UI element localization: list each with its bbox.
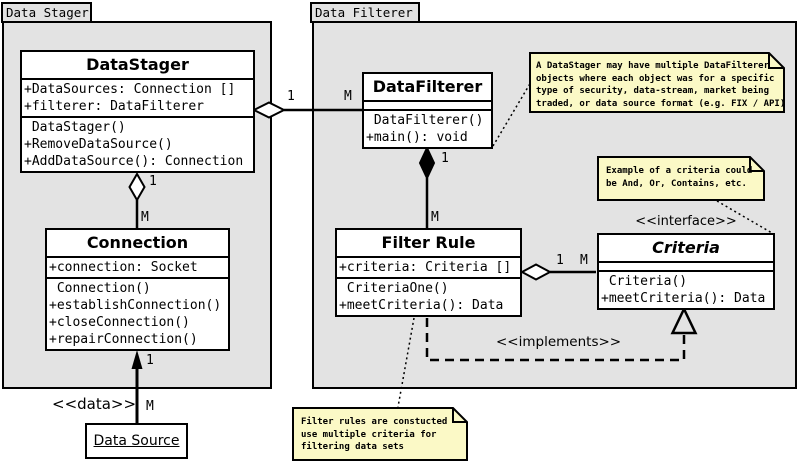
class-connection[interactable]: Connection +connection: Socket Connectio… [45,228,230,351]
multiplicity-label-source-connection-one: 1 [146,353,154,368]
multiplicity-label-source-connection-many: M [146,399,154,414]
note-connector-filter-rule [397,317,415,408]
note-connector-criteria [716,200,773,234]
class-name-label: Connection [47,230,228,258]
data-stereotype-label: <<data>> [52,395,137,413]
multiplicity-label-stager-connection-many: M [141,210,149,225]
class-methods: DataFilterer() +main(): void [366,113,484,145]
note-criteria[interactable]: Example of a criteria could be And, Or, … [606,166,753,189]
aggregation-diamond-rule-criteria [519,263,553,281]
realization-line-rule-criteria [425,318,686,362]
class-attributes: +DataSources: Connection [] +filterer: D… [22,80,253,118]
class-attributes: +connection: Socket [47,258,228,279]
object-data-source[interactable]: Data Source [85,423,188,459]
arrowhead-source-connection [131,350,143,369]
class-methods: CriteriaOne() +meetCriteria(): Data [339,281,504,313]
class-methods: Criteria() +meetCriteria(): Data [601,274,766,306]
class-attributes [364,102,491,111]
package-title: Data Filterer [315,5,413,20]
class-methods: DataStager() +RemoveDataSource() +AddDat… [24,120,244,169]
multiplicity-label-filterer-rule-many: M [431,210,439,225]
class-name-label: Filter Rule [337,230,520,258]
multiplicity-label-stager-filterer-many: M [344,89,352,104]
multiplicity-label-rule-criteria-many: M [580,253,588,268]
package-tab-data-filterer[interactable]: Data Filterer [310,2,420,23]
implements-label: <<implements>> [496,334,622,350]
class-criteria[interactable]: Criteria Criteria() +meetCriteria(): Dat… [597,233,775,310]
package-tab-data-stager[interactable]: Data Stager [1,2,92,23]
multiplicity-label-stager-connection-one: 1 [149,174,157,189]
class-methods: Connection() +establishConnection() +clo… [49,281,222,347]
note-datafilterer-shape[interactable] [529,52,785,113]
aggregation-diamond-stager-connection [128,171,146,203]
note-filter-rule[interactable]: Filter rules are constucted use multiple… [301,417,448,452]
class-filter-rule[interactable]: Filter Rule +criteria: Criteria [] Crite… [335,228,522,317]
class-name-label: Criteria [599,235,773,263]
aggregation-diamond-stager-filterer [251,101,287,119]
note-datafilterer[interactable]: A DataStager may have multiple DataFilte… [536,61,786,109]
class-attributes: +criteria: Criteria [] [337,258,520,279]
class-attributes [599,263,773,272]
class-name-label: DataStager [22,52,253,80]
multiplicity-label-filterer-rule-one: 1 [441,151,449,166]
interface-stereotype-label: <<interface>> [635,214,737,229]
multiplicity-label-rule-criteria-one: 1 [556,253,564,268]
class-name-label: DataFilterer [364,74,491,102]
multiplicity-label-stager-filterer-one: 1 [287,89,295,104]
note-criteria-shape[interactable] [597,156,765,201]
class-datafilterer[interactable]: DataFilterer DataFilterer() +main(): voi… [362,72,493,149]
note-filter-rule-shape[interactable] [292,407,468,461]
package-title: Data Stager [6,5,89,20]
realization-triangle [670,306,698,335]
data-source-label: Data Source [93,433,180,449]
class-datastager[interactable]: DataStager +DataSources: Connection [] +… [20,50,255,173]
composition-diamond-filterer-rule [418,145,436,181]
note-connector-datafilterer [492,81,532,147]
